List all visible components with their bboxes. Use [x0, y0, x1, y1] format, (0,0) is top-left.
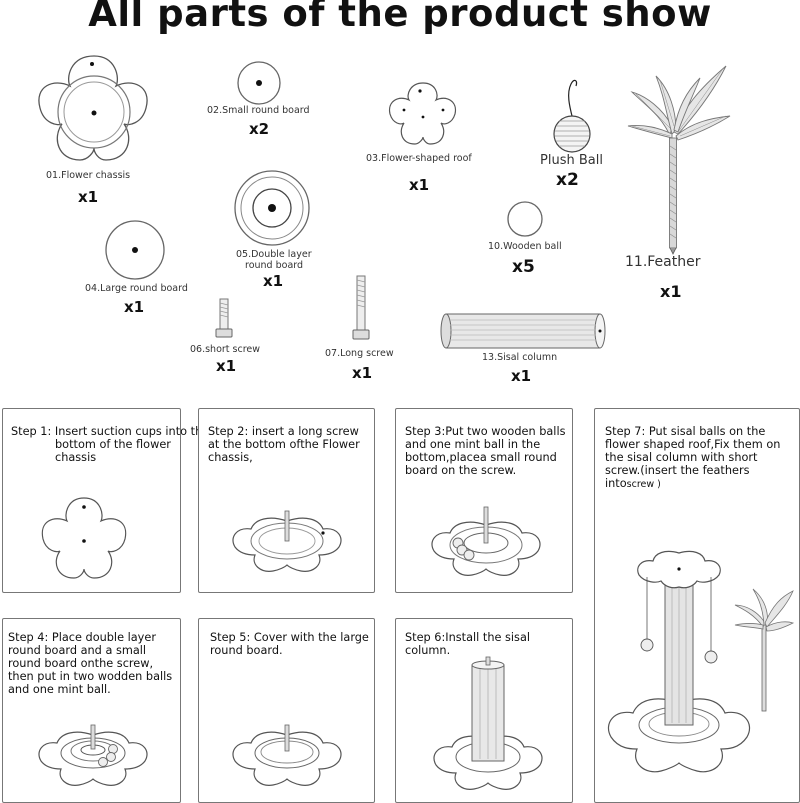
part-11-label: 11.Feather: [625, 254, 701, 270]
part-07-label: 07.Long screw: [325, 348, 394, 359]
step-5-panel: Step 5: Cover with the large round board…: [198, 618, 375, 803]
plush-ball-qty: x2: [556, 170, 579, 190]
long-screw-image: [352, 275, 370, 340]
step-3-panel: Step 3:Put two wooden balls and one mint…: [395, 408, 573, 593]
part-13-qty: x1: [511, 367, 532, 385]
step-4-panel: Step 4: Place double layer round board a…: [2, 618, 181, 803]
part-11-qty: x1: [660, 282, 682, 301]
step-6-assembly-image: [433, 656, 543, 790]
feather-image: [627, 65, 731, 255]
part-06-label: 06.short screw: [190, 344, 261, 355]
step-7-assembly-image: [607, 550, 795, 773]
short-screw-image: [215, 298, 233, 338]
step-3-assembly-image: [431, 506, 541, 576]
step-3-text: Step 3:Put two wooden balls and one mint…: [405, 425, 566, 477]
part-02-qty: x2: [249, 120, 270, 138]
large-round-board-image: [105, 220, 165, 280]
step-5-assembly-image: [232, 724, 342, 786]
step-2-assembly-image: [232, 510, 342, 572]
step-1-panel: Step 1: Insert suction cups into the bot…: [2, 408, 209, 593]
part-03-label: 03.Flower-shaped roof: [366, 153, 472, 164]
part-05-label-line1: 05.Double layer: [236, 249, 312, 260]
step-4-text: Step 4: Place double layer round board a…: [8, 631, 173, 696]
part-02-label: 02.Small round board: [207, 105, 310, 116]
wooden-ball-image: [507, 201, 543, 237]
part-05-qty: x1: [263, 272, 284, 290]
part-06-qty: x1: [216, 357, 237, 375]
sisal-column-image: [440, 313, 606, 349]
flower-shaped-roof-image: [388, 82, 457, 145]
flower-chassis-image: [38, 55, 148, 161]
double-layer-round-board-image: [234, 170, 310, 246]
step-2-panel: Step 2: insert a long screw at the botto…: [198, 408, 375, 593]
part-04-label: 04.Large round board: [85, 283, 188, 294]
step-1-text: Step 1: Insert suction cups into the bot…: [11, 425, 210, 464]
step-7-panel: Step 7: Put sisal balls on the flower sh…: [594, 408, 800, 803]
part-13-label: 13.Sisal column: [482, 352, 558, 363]
small-round-board-image: [237, 61, 281, 105]
part-05-label-line2: round board: [245, 260, 304, 271]
part-07-qty: x1: [352, 364, 373, 382]
step-1-flower-chassis-image: [41, 497, 127, 579]
part-10-qty: x5: [512, 257, 535, 277]
plush-ball-image: [553, 79, 591, 153]
plush-ball-label: Plush Ball: [540, 153, 603, 168]
part-04-qty: x1: [124, 298, 145, 316]
part-01-label: 01.Flower chassis: [46, 170, 131, 181]
step-5-text: Step 5: Cover with the large round board…: [210, 631, 369, 657]
step-2-text: Step 2: insert a long screw at the botto…: [208, 425, 360, 464]
step-4-assembly-image: [38, 724, 148, 786]
part-03-qty: x1: [409, 176, 430, 194]
part-01-qty: x1: [78, 188, 99, 206]
page-title: All parts of the product show: [88, 0, 712, 35]
step-6-text: Step 6:Install the sisal column.: [405, 631, 531, 657]
step-7-text: Step 7: Put sisal balls on the flower sh…: [605, 425, 781, 490]
part-10-label: 10.Wooden ball: [488, 241, 562, 252]
step-6-panel: Step 6:Install the sisal column.: [395, 618, 573, 803]
